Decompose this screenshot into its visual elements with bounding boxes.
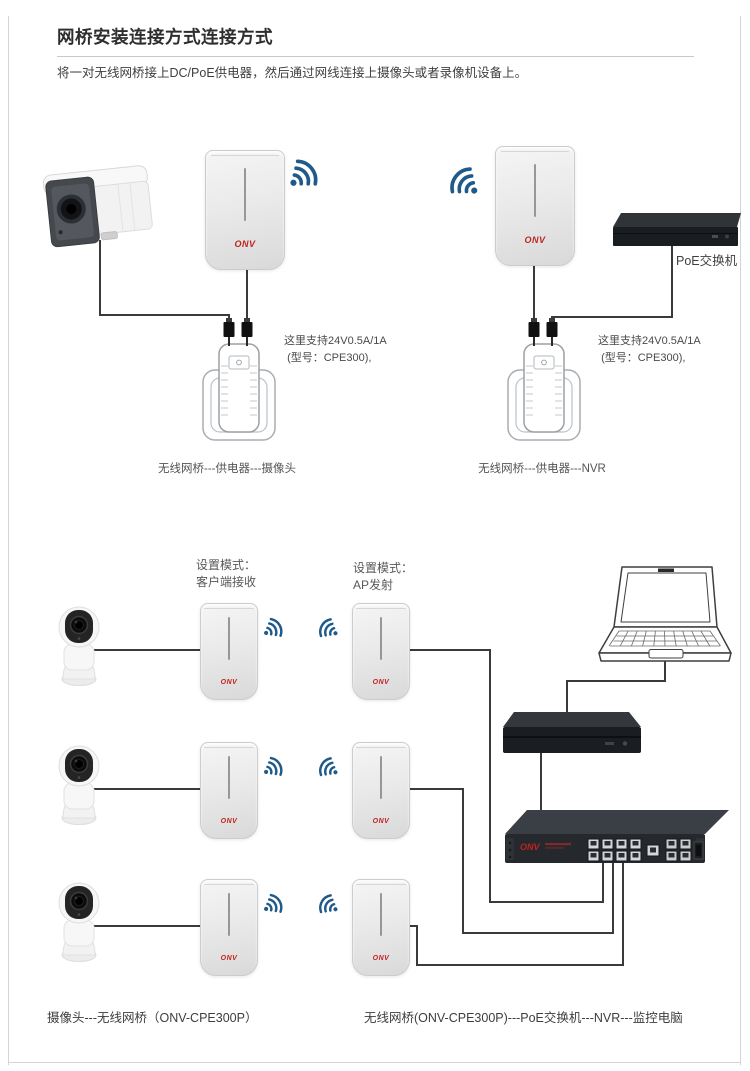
adapter-note-right: 这里支持24V0.5A/1A (型号：CPE300), <box>598 335 701 365</box>
wifi-signal-icon <box>258 754 286 783</box>
poe-switch-label: PoE交换机 <box>676 254 738 268</box>
wireless-bridge: ONV <box>495 146 575 266</box>
wifi-signal-icon <box>315 754 344 783</box>
bridge-indicator-line <box>380 756 382 800</box>
bullet-camera-illustration <box>42 165 153 248</box>
page-left-border <box>8 16 9 1065</box>
wireless-bridge: ONV <box>205 150 285 270</box>
ptz-camera-illustration <box>58 882 100 963</box>
wifi-signal-icon <box>445 163 488 206</box>
wifi-signal-icon <box>258 891 286 920</box>
wire-laptop-to-nvr <box>566 660 666 715</box>
poe-switch-box-illustration <box>613 213 741 246</box>
bridge-indicator-line <box>244 167 246 221</box>
wireless-bridge: ONV <box>200 603 258 700</box>
page-title: 网桥安装连接方式连接方式 <box>57 27 273 47</box>
wireless-bridge: ONV <box>352 742 410 839</box>
wireless-bridge: ONV <box>200 742 258 839</box>
bridge-logo: ONV <box>220 817 238 825</box>
wireless-bridge: ONV <box>352 603 410 700</box>
bridge-indicator-line <box>380 893 382 937</box>
wifi-signal-icon <box>280 155 323 198</box>
bridge-indicator-line <box>534 163 536 217</box>
caption-bridge-switch-nvr-pc: 无线网桥(ONV-CPE300P)---PoE交换机---NVR---监控电脑 <box>364 1011 683 1025</box>
switch-ports <box>587 838 704 862</box>
bridge-logo: ONV <box>372 817 390 825</box>
switch-model-text <box>545 843 571 846</box>
page-subtitle: 将一对无线网桥接上DC/PoE供电器，然后通过网线连接上摄像头或者录像机设备上。 <box>57 66 528 80</box>
caption-bridge-adapter-nvr: 无线网桥---供电器---NVR <box>478 463 606 475</box>
title-divider <box>57 56 694 57</box>
bridge-indicator-line <box>228 893 230 937</box>
ptz-camera-illustration <box>58 606 100 687</box>
bridge-logo: ONV <box>372 954 390 962</box>
bridge-indicator-line <box>228 617 230 661</box>
bridge-logo: ONV <box>234 238 256 249</box>
mode-label-client: 设置模式： 客户端接收 <box>196 558 257 590</box>
laptop-illustration <box>598 566 732 662</box>
poe-switch-illustration: ONV <box>505 810 729 863</box>
page-bottom-border <box>8 1062 741 1063</box>
adapter-note-left: 这里支持24V0.5A/1A (型号：CPE300), <box>284 335 387 365</box>
caption-camera-bridge: 摄像头---无线网桥（ONV-CPE300P） <box>47 1011 258 1025</box>
bridge-logo: ONV <box>220 678 238 686</box>
power-adapter-illustration <box>202 317 276 441</box>
bridge-indicator-line <box>228 756 230 800</box>
wifi-signal-icon <box>315 615 344 644</box>
bridge-logo: ONV <box>372 678 390 686</box>
bridge-indicator-line <box>380 617 382 661</box>
bridge-logo: ONV <box>524 234 546 245</box>
wire-bridge-to-switch <box>408 862 624 966</box>
wireless-bridge: ONV <box>200 879 258 976</box>
wifi-signal-icon <box>258 615 286 644</box>
wifi-signal-icon <box>315 891 344 920</box>
wire-bridge-to-switch <box>408 788 614 934</box>
power-adapter-illustration <box>507 317 581 441</box>
wire-bridge-to-switch <box>408 649 604 903</box>
nvr-illustration <box>503 712 641 753</box>
ptz-camera-illustration <box>58 745 100 826</box>
page-right-border <box>740 16 741 1065</box>
switch-logo: ONV <box>520 842 541 852</box>
wireless-bridge: ONV <box>352 879 410 976</box>
caption-bridge-adapter-camera: 无线网桥---供电器---摄像头 <box>158 463 296 475</box>
bridge-logo: ONV <box>220 954 238 962</box>
mode-label-ap: 设置模式： AP发射 <box>353 561 414 593</box>
